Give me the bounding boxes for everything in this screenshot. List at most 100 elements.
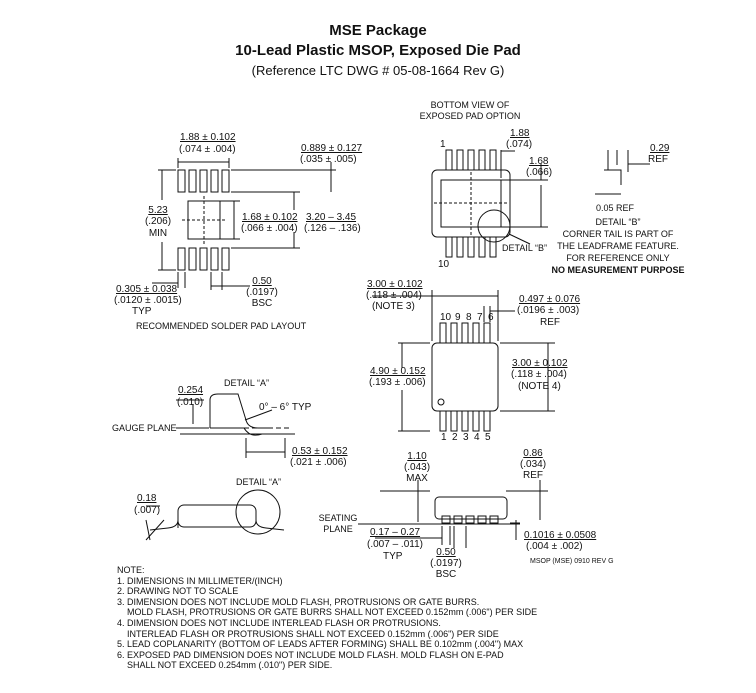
title-description: 10-Lead Plastic MSOP, Exposed Die Pad (235, 42, 521, 59)
bottom-view-caption-2: EXPOSED PAD OPTION (419, 111, 521, 121)
top-length-dim-inch: (.193 ± .006) (369, 377, 426, 388)
pin-label-10: 10 (440, 312, 452, 323)
solder-pad-caption: RECOMMENDED SOLDER PAD LAYOUT (136, 321, 307, 331)
pin-label-4: 4 (474, 432, 480, 443)
lead-width-dim: 0.17 – 0.27 (370, 527, 421, 538)
detail-b-note-4: NO MEASUREMENT PURPOSE (551, 265, 685, 275)
top-body-dim: 3.00 ± 0.102 (512, 358, 568, 369)
pad-width-qualifier: MIN (148, 228, 168, 239)
pin-label-2: 2 (452, 432, 458, 443)
ref-dim: 0.86 (523, 448, 543, 459)
detail-b-note-2: THE LEADFRAME FEATURE. (557, 241, 679, 251)
note-line: 3. DIMENSION DOES NOT INCLUDE MOLD FLASH… (117, 596, 480, 607)
detail-a-angle: 0° – 6° TYP (259, 402, 312, 413)
detail-a (176, 393, 295, 458)
pitch-dim: 0.50 (436, 547, 456, 558)
lead-width-qualifier: TYP (383, 551, 403, 562)
pin-label-1: 1 (441, 432, 447, 443)
side-view-left (145, 489, 285, 541)
epad-width-dim-inch: (.074) (506, 139, 533, 150)
notes-block: NOTE: 1. DIMENSIONS IN MILLIMETER/(INCH)… (117, 565, 537, 671)
note-line: 6. EXPOSED PAD DIMENSION DOES NOT INCLUD… (117, 649, 504, 660)
side-left-dim: 0.18 (137, 493, 157, 504)
pad-bsc-dim-inch: (.0197) (246, 287, 278, 298)
pad-top-dim: 0.889 ± 0.127 (301, 143, 363, 154)
height-dim-inch: (.043) (403, 462, 431, 473)
standoff-dim-inch: (.004 ± .002) (526, 541, 583, 552)
bottom-view (431, 149, 548, 258)
side-left-dim-inch: (.007) (134, 505, 161, 516)
detail-a-foot-dim-inch: (.021 ± .006) (290, 457, 347, 468)
side-view-right (358, 480, 548, 548)
note-line: MOLD FLASH, PROTRUSIONS OR GATE BURRS SH… (127, 607, 538, 618)
top-view (372, 290, 555, 432)
detail-a-h-dim-inch: (.010) (177, 397, 204, 408)
pin-label-9: 9 (455, 312, 461, 323)
pad-pitch-dim-inch: (.074 ± .004) (179, 144, 236, 155)
detail-b-ref: 0.05 REF (596, 203, 635, 213)
pad-width-dim: 5.23 (148, 205, 168, 216)
top-body-dim-inch: (.118 ± .004) (511, 369, 567, 380)
seating-plane-2: PLANE (323, 524, 353, 534)
note-line: 2. DRAWING NOT TO SCALE (117, 586, 239, 597)
epad-height-dim-inch: (.066) (526, 167, 553, 178)
notes-heading: NOTE: (117, 565, 145, 575)
pin-label-3: 3 (463, 432, 469, 443)
solder-pad-layout (152, 158, 336, 290)
seating-plane-1: SEATING (318, 513, 358, 523)
title-package: MSE Package (329, 22, 427, 39)
pad-bsc-dim: 0.50 (252, 276, 272, 287)
pad-top-dim-inch: (.035 ± .005) (300, 154, 357, 165)
bottom-pin10-label: 10 (438, 259, 450, 270)
pad-bsc-qualifier: BSC (251, 298, 273, 309)
top-lead-ref: REF (540, 317, 560, 328)
pad-lead-dim: 0.305 ± 0.038 (116, 284, 178, 295)
side-left-detail-a: DETAIL “A” (236, 477, 282, 487)
top-width-note: (NOTE 3) (372, 301, 415, 312)
height-dim: 1.10 (407, 451, 427, 462)
pad-lead-dim-inch: (.0120 ± .0015) (114, 295, 182, 306)
top-width-dim: 3.00 ± 0.102 (367, 279, 423, 290)
top-lead-dim: 0.497 ± 0.076 (519, 294, 581, 305)
detail-a-foot-dim: 0.53 ± 0.152 (292, 446, 348, 457)
title-reference: (Reference LTC DWG # 05-08-1664 Rev G) (251, 63, 505, 78)
detail-b-note-3: FOR REFERENCE ONLY (566, 253, 670, 263)
pin-label-8: 8 (466, 312, 472, 323)
gauge-plane-label: GAUGE PLANE (112, 423, 177, 433)
ref-dim-label: REF (523, 470, 543, 481)
pitch-dim-inch: (.0197) (430, 558, 462, 569)
note-line: 1. DIMENSIONS IN MILLIMETER/(INCH) (117, 575, 283, 586)
pad-span-dim: 3.20 – 3.45 (306, 212, 357, 223)
pad-lead-qualifier: TYP (132, 306, 152, 317)
pin-label-6: 6 (488, 312, 494, 323)
pad-center-dim-inch: (.066 ± .004) (241, 223, 298, 234)
detail-b (595, 150, 650, 195)
pin-label-5: 5 (485, 432, 491, 443)
top-length-dim: 4.90 ± 0.152 (370, 366, 426, 377)
height-qualifier: MAX (406, 473, 428, 484)
pin-label-7: 7 (477, 312, 483, 323)
top-body-note: (NOTE 4) (518, 381, 561, 392)
detail-b-note-1: CORNER TAIL IS PART OF (562, 229, 674, 239)
ref-dim-inch: (.034) (519, 459, 547, 470)
pad-span-dim-inch: (.126 – .136) (304, 223, 361, 234)
drawing-code: MSOP (MSE) 0910 REV G (530, 558, 614, 565)
note-line: 5. LEAD COPLANARITY (BOTTOM OF LEADS AFT… (117, 639, 524, 650)
pad-pitch-dim: 1.88 ± 0.102 (180, 132, 236, 143)
detail-b-dim: 0.29 (650, 143, 670, 154)
pad-center-dim: 1.68 ± 0.102 (242, 212, 298, 223)
bottom-view-caption-1: BOTTOM VIEW OF (430, 100, 510, 110)
detail-b-dim-label: REF (648, 154, 668, 165)
lead-width-dim-inch: (.007 – .011) (367, 539, 423, 550)
top-lead-dim-inch: (.0196 ± .003) (517, 305, 580, 316)
pitch-qualifier: BSC (435, 569, 457, 580)
detail-b-callout: DETAIL “B” (502, 243, 548, 253)
bottom-pin1-label: 1 (440, 139, 446, 150)
detail-a-title: DETAIL “A” (224, 378, 270, 388)
pad-width-dim-inch: (.206) (144, 216, 172, 227)
note-line: SHALL NOT EXCEED 0.254mm (.010") PER SID… (127, 660, 333, 671)
top-width-dim-inch: (.118 ± .004) (366, 290, 422, 301)
note-line: 4. DIMENSION DOES NOT INCLUDE INTERLEAD … (117, 617, 441, 628)
detail-a-h-dim: 0.254 (178, 385, 204, 396)
